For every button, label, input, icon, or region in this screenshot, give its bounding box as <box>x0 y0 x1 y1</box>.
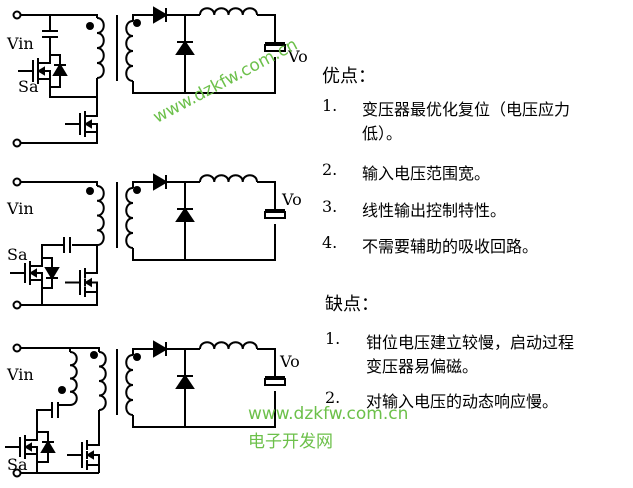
mosfet-arrow <box>84 277 92 288</box>
wire <box>41 244 64 258</box>
inductor-coil <box>199 174 258 183</box>
pros-item-1-line1: 变压器最优化复位（电压应力 <box>362 100 571 119</box>
winding-coil <box>69 351 78 406</box>
pros-item-4-num: 4. <box>322 233 338 252</box>
watermark-name: 电子开发网 <box>248 432 333 452</box>
capacitor-icon <box>51 402 59 418</box>
cons-item-1-num: 1. <box>325 329 341 348</box>
vo-label-3: Vo <box>280 352 300 371</box>
polarity-dot <box>133 186 141 194</box>
polarity-dot <box>90 351 98 359</box>
polarity-dot <box>133 353 141 361</box>
cons-item-1-line2: 变压器易偏磁。 <box>366 357 479 376</box>
diode-icon <box>153 173 168 191</box>
polarity-dot <box>86 187 94 195</box>
winding-coil <box>125 354 134 416</box>
mosfet-arrow <box>86 450 94 460</box>
wire <box>41 257 53 305</box>
wire <box>132 348 276 428</box>
body-diode-icon <box>44 267 60 280</box>
pros-item-1-num: 1. <box>322 96 338 115</box>
terminal <box>12 300 22 310</box>
cons-title: 缺点： <box>325 294 379 315</box>
mosfet-icon <box>65 108 98 140</box>
freewheel-diode-icon <box>175 374 195 389</box>
pros-item-3-num: 3. <box>322 197 338 216</box>
freewheel-diode-icon <box>175 207 195 222</box>
mosfet-arrow <box>29 268 37 278</box>
terminal <box>12 138 22 148</box>
terminal <box>12 177 22 187</box>
sa-label-1: Sa <box>18 77 39 96</box>
mosfet-arrow <box>24 442 32 452</box>
cons-item-2-num: 2. <box>325 388 341 407</box>
wire <box>20 14 98 18</box>
winding-coil <box>125 20 134 82</box>
winding-coil <box>96 185 105 246</box>
mosfet-icon <box>67 437 100 473</box>
winding-coil <box>125 187 134 249</box>
freewheel-diode-icon <box>175 40 195 55</box>
cons-item-2-text: 对输入电压的动态响应慢。 <box>366 392 559 411</box>
wire <box>20 300 98 306</box>
pros-title: 优点： <box>322 66 376 87</box>
diode-icon <box>153 340 168 358</box>
capacitor-icon <box>63 237 71 253</box>
pros-item-1-line2: 低）。 <box>362 124 403 143</box>
wire <box>20 347 100 352</box>
body-diode-icon <box>40 440 56 453</box>
winding-coil <box>98 351 107 411</box>
inductor-coil <box>199 341 258 350</box>
wire <box>20 140 98 144</box>
sa-label-2: Sa <box>7 245 28 264</box>
wire <box>132 14 276 94</box>
vin-label-1: Vin <box>7 34 34 53</box>
mosfet-arrow <box>37 66 45 76</box>
terminal <box>12 343 22 353</box>
wire <box>36 409 52 432</box>
polarity-dot <box>86 22 94 30</box>
wire <box>132 181 276 261</box>
polarity-dot <box>133 19 141 27</box>
vin-label-3: Vin <box>7 365 34 384</box>
output-capacitor-icon <box>264 378 286 386</box>
pros-item-4-text: 不需要辅助的吸收回路。 <box>362 237 539 256</box>
output-capacitor-icon <box>264 44 286 52</box>
vin-label-2: Vin <box>7 199 34 218</box>
cons-item-1-line1: 钳位电压建立较慢，启动过程 <box>366 333 575 352</box>
pros-item-3-text: 线性输出控制特性。 <box>362 201 507 220</box>
inductor-coil <box>199 7 258 16</box>
mosfet-icon <box>65 265 98 300</box>
mosfet-arrow <box>84 119 92 129</box>
wire <box>20 181 98 186</box>
capacitor-icon <box>42 30 58 38</box>
vo-label-2: Vo <box>282 190 302 209</box>
pros-item-2-num: 2. <box>322 160 338 179</box>
body-diode-icon <box>52 63 68 76</box>
sa-label-3: Sa <box>7 455 28 474</box>
winding-coil <box>96 17 105 79</box>
terminal <box>12 10 22 20</box>
pros-item-2-text: 输入电压范围宽。 <box>362 164 491 183</box>
polarity-dot <box>58 386 66 394</box>
watermark-url: www.dzkfw.com.cn <box>248 404 409 424</box>
output-capacitor-icon <box>264 211 286 219</box>
vo-label-1: Vo <box>288 47 308 66</box>
diode-icon <box>153 6 168 24</box>
